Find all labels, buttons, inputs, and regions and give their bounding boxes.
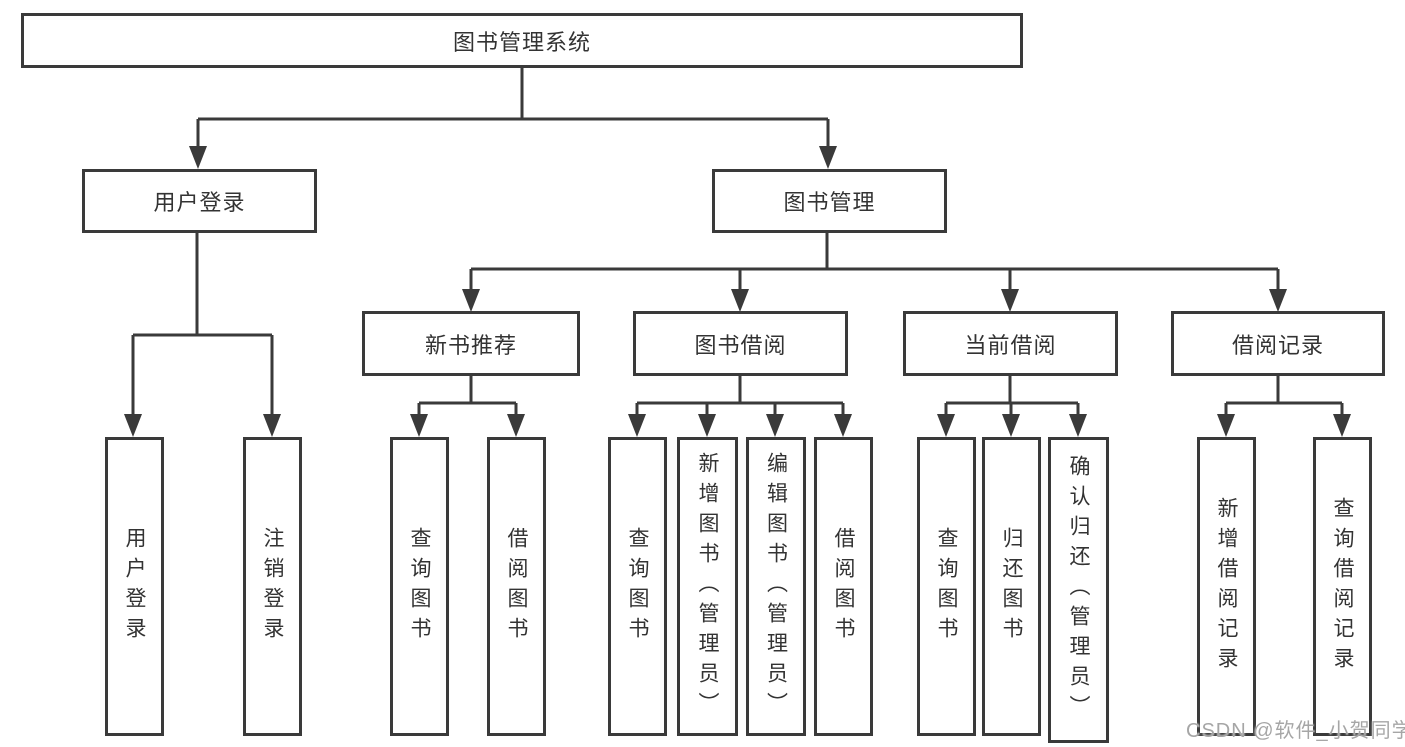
leaf-confirm-return-admin-label: 确认归还（管理员） xyxy=(1067,455,1090,725)
leaf-borrow-books-recommend: 借阅图书 xyxy=(487,437,546,736)
leaf-return-books: 归还图书 xyxy=(982,437,1041,736)
csdn-watermark: CSDN @软件_小贺同学 xyxy=(1186,720,1405,742)
node-borrowing-records: 借阅记录 xyxy=(1171,311,1385,376)
leaf-return-books-label: 归还图书 xyxy=(1000,526,1023,647)
leaf-borrow-books-label: 借阅图书 xyxy=(832,526,855,647)
leaf-logout: 注销登录 xyxy=(243,437,302,736)
leaf-logout-label: 注销登录 xyxy=(261,526,284,647)
node-new-book-recommend: 新书推荐 xyxy=(362,311,580,376)
node-current-borrowing: 当前借阅 xyxy=(903,311,1118,376)
node-root: 图书管理系统 xyxy=(21,13,1023,68)
leaf-edit-books-admin: 编辑图书（管理员） xyxy=(746,437,806,736)
leaf-edit-books-admin-label: 编辑图书（管理员） xyxy=(764,451,788,722)
node-book-borrowing: 图书借阅 xyxy=(633,311,848,376)
leaf-query-books-current: 查询图书 xyxy=(917,437,976,736)
leaf-add-borrow-record-label: 新增借阅记录 xyxy=(1215,496,1238,677)
leaf-add-borrow-record: 新增借阅记录 xyxy=(1197,437,1256,736)
node-current-borrowing-label: 当前借阅 xyxy=(964,332,1057,358)
node-book-management: 图书管理 xyxy=(712,169,947,233)
leaf-borrow-books-recommend-label: 借阅图书 xyxy=(505,526,528,647)
node-book-management-label: 图书管理 xyxy=(783,190,876,215)
node-user-login: 用户登录 xyxy=(82,169,317,233)
leaf-query-books-borrow: 查询图书 xyxy=(608,437,667,736)
leaf-confirm-return-admin: 确认归还（管理员） xyxy=(1048,437,1109,743)
leaf-query-borrow-record-label: 查询借阅记录 xyxy=(1331,496,1354,677)
leaf-add-books-admin: 新增图书（管理员） xyxy=(677,437,738,736)
leaf-add-books-admin-label: 新增图书（管理员） xyxy=(696,451,719,722)
arrowhead-icons xyxy=(124,146,1351,437)
node-user-login-label: 用户登录 xyxy=(153,190,246,215)
leaf-query-books-recommend: 查询图书 xyxy=(390,437,449,736)
leaf-query-books-borrow-label: 查询图书 xyxy=(626,526,649,647)
node-borrowing-records-label: 借阅记录 xyxy=(1231,332,1324,358)
leaf-user-login: 用户登录 xyxy=(105,437,164,736)
leaf-query-borrow-record: 查询借阅记录 xyxy=(1313,437,1372,736)
leaf-user-login-label: 用户登录 xyxy=(123,526,146,647)
leaf-query-books-current-label: 查询图书 xyxy=(935,526,958,647)
leaf-query-books-recommend-label: 查询图书 xyxy=(408,526,431,647)
connector-lines xyxy=(131,68,1344,416)
node-new-book-recommend-label: 新书推荐 xyxy=(424,332,517,358)
leaf-borrow-books: 借阅图书 xyxy=(814,437,873,736)
node-book-borrowing-label: 图书借阅 xyxy=(694,332,787,358)
node-root-label: 图书管理系统 xyxy=(452,29,591,55)
